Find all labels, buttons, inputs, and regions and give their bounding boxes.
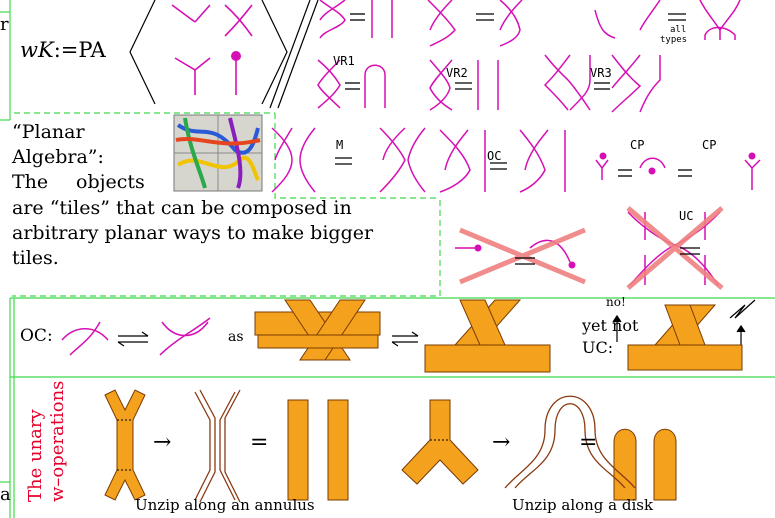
tiles-image [174, 115, 262, 191]
unary-arrow-2: → [492, 432, 510, 454]
oc-ribbons [255, 300, 742, 372]
caption-disk: Unzip along a disk [512, 498, 653, 513]
w-symbol: w [20, 38, 38, 62]
left-edge-char-top: r [0, 16, 9, 34]
pa-line-3b: objects [76, 170, 145, 195]
generators [172, 5, 252, 95]
unary-title-line-2: w–operations [48, 381, 68, 502]
definition-text: :=PA [54, 38, 106, 62]
unary-arrow-1: → [153, 432, 171, 454]
pa-line-2: Algebra”: [12, 145, 104, 170]
all-label: all [670, 26, 686, 35]
left-edge-char-bottom: a [0, 486, 11, 504]
cp-label-2: CP [702, 139, 716, 151]
unary-equals-2: = [579, 432, 597, 454]
vr1-label: VR1 [333, 55, 355, 67]
oc-row-label: OC: [20, 328, 53, 345]
yet-not-label: yet not [582, 318, 638, 334]
vr2-label: VR2 [446, 67, 468, 79]
uc-row-label: UC: [582, 340, 613, 356]
vr3-label: VR3 [590, 67, 612, 79]
oc-label: OC [487, 150, 501, 162]
types-label: types [660, 36, 687, 45]
pa-line-6: tiles. [12, 246, 59, 271]
pa-line-4: are “tiles” that can be composed in [12, 196, 352, 221]
presentation-brackets [130, 0, 318, 108]
pa-line-3a: The [12, 170, 48, 195]
pa-line-1: “Planar [12, 120, 85, 145]
as-label: as [228, 330, 244, 344]
cap-dot [231, 51, 241, 61]
unary-equals-1: = [250, 432, 268, 454]
pa-line-5: arbitrary planar ways to make bigger [12, 221, 373, 246]
k-symbol: K [38, 38, 54, 62]
caption-annulus: Unzip along an annulus [135, 498, 315, 513]
m-label: M [336, 139, 343, 151]
unary-title-line-1: The unary [26, 409, 46, 502]
uc-label: UC [679, 210, 693, 222]
cp-label-1: CP [630, 139, 644, 151]
presentation-label: wK:=PA [20, 40, 106, 61]
no-label: no! [606, 296, 626, 308]
